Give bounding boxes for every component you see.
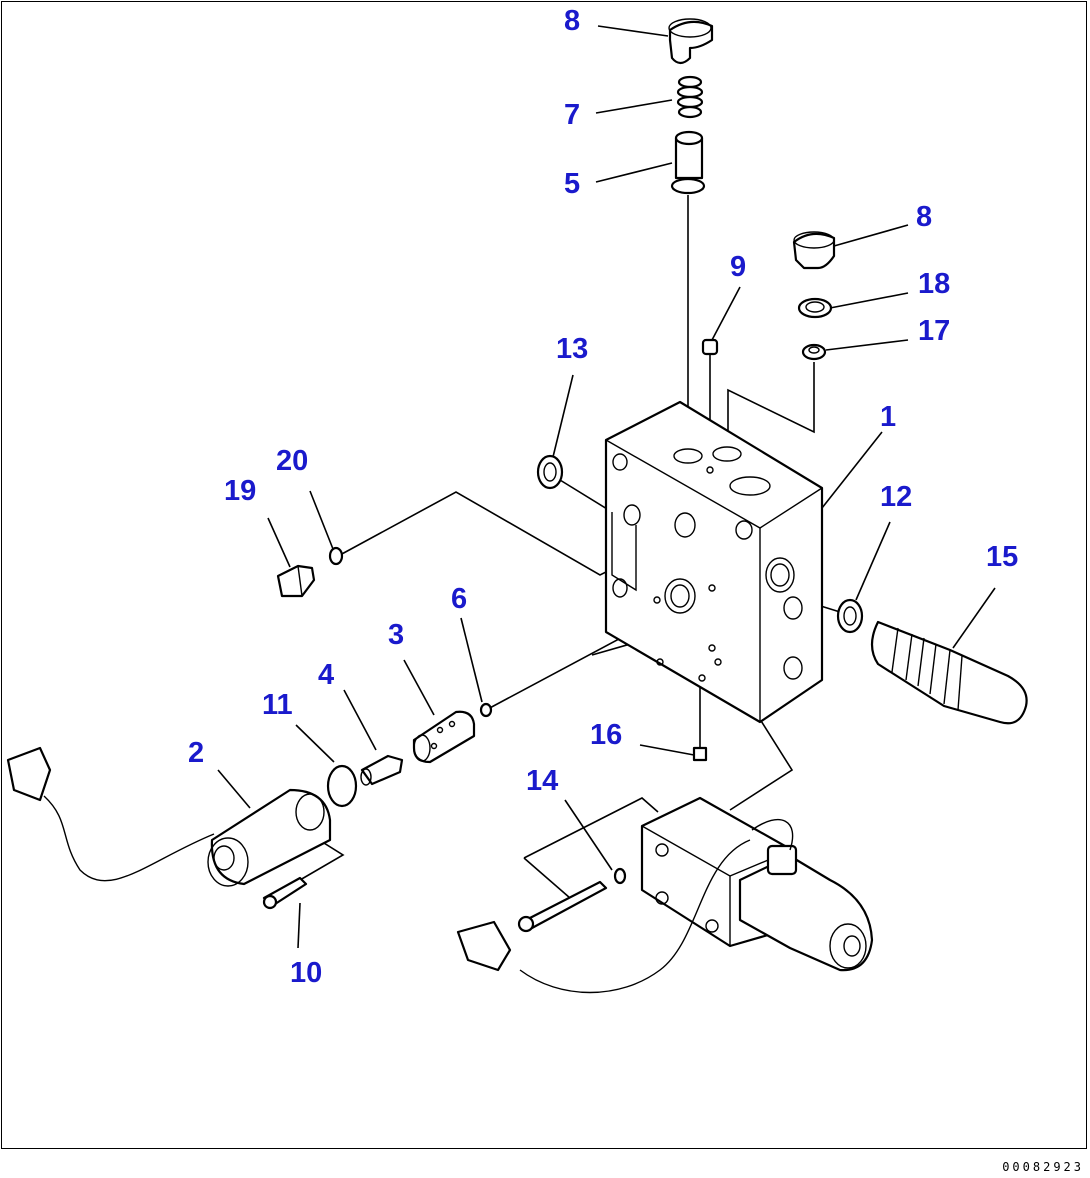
solenoid-valve-14-wire [456,839,751,994]
callout-6: 6 [451,583,467,615]
callout-18: 18 [918,268,950,300]
callout-16: 16 [590,719,622,751]
solenoid-2 [207,788,332,887]
callout-20: 20 [276,445,308,477]
plug-19 [276,564,316,598]
callout-15: 15 [986,541,1018,573]
callout-3: 3 [388,619,404,651]
callout-11: 11 [262,689,293,721]
solenoid-2-wire [6,746,215,882]
o-ring-11 [326,764,358,808]
callout-8-right: 8 [916,201,932,233]
callout-12: 12 [880,481,912,513]
spool-5 [670,130,706,195]
callout-5: 5 [564,168,580,200]
callout-4: 4 [318,659,334,691]
callout-9: 9 [730,251,746,283]
cartridge-15 [870,620,1028,725]
callout-10: 10 [290,957,322,989]
plug-9 [701,338,719,356]
o-ring-12 [836,598,864,634]
solenoid-valve-14 [640,796,874,972]
plug-8-right [792,231,836,270]
valve-body-1 [604,400,824,724]
callout-7: 7 [564,99,580,131]
document-number: 00082923 [1002,1160,1084,1174]
o-ring-6 [479,702,493,718]
plug-16 [692,746,708,762]
callout-14: 14 [526,765,558,797]
seat-17 [801,343,827,361]
callout-13: 13 [556,333,588,365]
callout-2: 2 [188,737,204,769]
o-ring-20 [328,546,344,566]
callout-8-top: 8 [564,5,580,37]
leader-lines [217,25,996,949]
spool-4 [360,754,404,786]
bolt-14 [517,867,627,933]
sleeve-3 [412,710,476,764]
bolt-10 [262,876,308,910]
o-ring-13 [536,454,564,490]
callout-19: 19 [224,475,256,507]
callout-17: 17 [918,315,950,347]
callout-labels: 1 2 3 4 5 6 7 8 8 9 10 11 12 13 14 15 16… [188,5,1018,989]
plug-8-top [668,18,714,65]
ring-18 [797,297,833,319]
spring-7 [676,75,704,119]
callout-1: 1 [880,401,896,433]
drawing-frame [1,1,1087,1149]
